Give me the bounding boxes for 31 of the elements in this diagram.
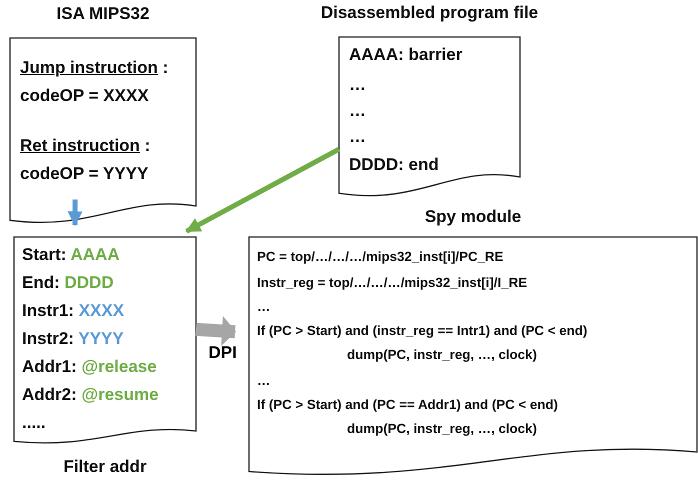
code-line: Instr2: YYYY [22, 329, 124, 349]
code-line: Instr_reg = top/…/…/…/mips32_inst[i]/I_RE [257, 275, 528, 290]
document-title: ISA MIPS32 [56, 4, 150, 24]
code-line: Addr1: @release [22, 357, 157, 377]
code-line: dump(PC, instr_reg, …, clock) [347, 347, 537, 362]
arrow [68, 200, 83, 226]
arrow [185, 147, 340, 234]
code-line: … [349, 101, 366, 121]
code-line: If (PC > Start) and (instr_reg == Intr1) and (PC < end) [257, 323, 588, 338]
code-line: codeOP = YYYY [20, 164, 148, 184]
block-arrow [196, 316, 236, 346]
code-line: Jump instruction : [20, 58, 168, 78]
code-line: DDDD: end [349, 155, 439, 175]
code-line: dump(PC, instr_reg, …, clock) [347, 421, 537, 436]
code-line: … [349, 127, 366, 147]
code-line: ..... [22, 413, 46, 433]
code-line: Start: AAAA [22, 245, 120, 265]
document-title: Filter addr [62, 457, 148, 477]
code-line: codeOP = XXXX [20, 86, 149, 106]
code-line: AAAA: barrier [349, 45, 462, 65]
code-line: … [257, 373, 270, 388]
code-line: … [349, 75, 366, 95]
code-line: Addr2: @resume [22, 385, 159, 405]
document-title: Disassembled program file [320, 3, 540, 23]
code-line: If (PC > Start) and (PC == Addr1) and (PC < end) [257, 397, 558, 412]
document-title: Spy module [424, 207, 522, 227]
code-line: End: DDDD [22, 273, 114, 293]
code-line: … [257, 299, 270, 314]
code-line: Instr1: XXXX [22, 301, 124, 321]
code-line: Ret instruction : [20, 136, 150, 156]
code-line: PC = top/…/…/…/mips32_inst[i]/PC_RE [257, 249, 504, 264]
